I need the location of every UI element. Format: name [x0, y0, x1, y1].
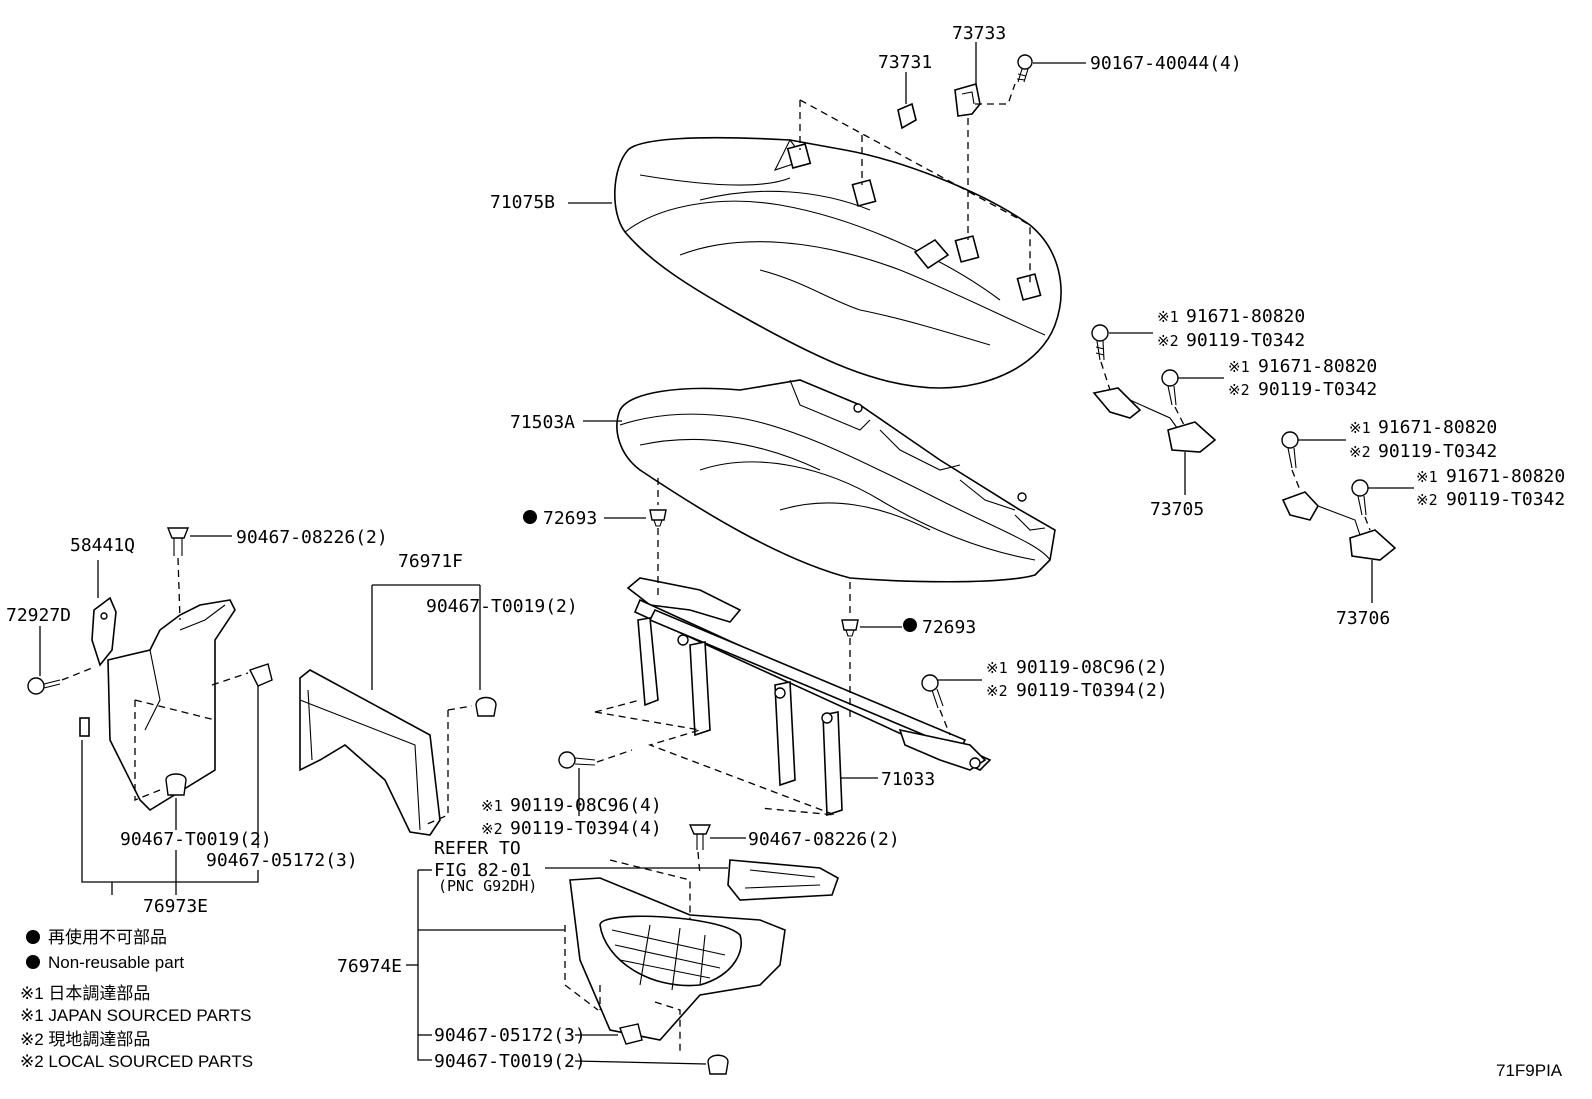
callout-90467-t0019-mid: 90467-T0019(2): [426, 596, 578, 617]
callout-72693-lower: 72693: [922, 617, 976, 638]
screw-90167: [1016, 54, 1033, 83]
svg-text:※2: ※2: [1157, 332, 1179, 350]
bolt-73706-upper: [1281, 431, 1299, 469]
bolt-frame-right: [921, 674, 944, 709]
legend-japan-en: ※1 JAPAN SOURCED PARTS: [20, 1006, 252, 1025]
svg-text:※2: ※2: [1349, 443, 1371, 461]
svg-text:90119-T0342: 90119-T0342: [1446, 489, 1565, 510]
svg-text:※2: ※2: [1416, 491, 1438, 509]
dual-callout-bolt-e: ※1 90119-08C96(2) ※2 90119-T0394(2): [986, 657, 1168, 701]
callout-73731: 73731: [878, 52, 932, 73]
side-trim-76973e: [79, 599, 236, 812]
bracket-58441q: [91, 596, 117, 667]
clip-90467-t0019-center: [707, 1054, 729, 1075]
svg-text:※1: ※1: [1349, 419, 1371, 437]
svg-text:※1: ※1: [1157, 308, 1179, 326]
legend-japan-ja: ※1 日本調達部品: [20, 984, 150, 1003]
bolt-frame-left: [558, 751, 596, 769]
callout-90167-40044: 90167-40044(4): [1090, 53, 1242, 74]
dual-callout-bolt-d: ※1 91671-80820 ※2 90119-T0342: [1416, 466, 1565, 510]
seat-cushion-cover: [614, 136, 1062, 389]
clip-90467-08226-left: [166, 527, 190, 556]
svg-text:90119-T0394(2): 90119-T0394(2): [1016, 680, 1168, 701]
callout-71033: 71033: [881, 769, 935, 790]
svg-text:90119-T0394(4): 90119-T0394(4): [510, 818, 662, 839]
callout-73733: 73733: [952, 23, 1006, 44]
callout-76973e: 76973E: [143, 896, 208, 917]
svg-text:※2: ※2: [986, 682, 1008, 700]
side-panel-76971f: [299, 669, 441, 836]
svg-text:※1: ※1: [481, 797, 503, 815]
callout-90467-05172-left: 90467-05172(3): [206, 850, 358, 871]
figure-id: 71F9PIA: [1496, 1061, 1563, 1080]
seat-cushion-pad: [616, 379, 1056, 583]
seat-hook-73706: [1281, 491, 1397, 561]
clip-90467-08226-center: [688, 824, 712, 850]
dual-callout-bolt-b: ※1 91671-80820 ※2 90119-T0342: [1228, 356, 1377, 400]
callout-72693-upper: 72693: [543, 508, 597, 529]
callout-71503a: 71503A: [510, 412, 575, 433]
callout-72927d: 72927D: [6, 605, 71, 626]
svg-text:91671-80820: 91671-80820: [1186, 306, 1305, 327]
dual-callout-bolt-a: ※1 91671-80820 ※2 90119-T0342: [1157, 306, 1305, 351]
clip-72693-lower: [841, 619, 859, 637]
callout-76971f: 76971F: [398, 551, 463, 572]
callout-90467-05172-center: 90467-05172(3): [434, 1025, 586, 1046]
dual-callout-bolt-c: ※1 91671-80820 ※2 90119-T0342: [1349, 417, 1497, 462]
reference-line-2: FIG 82-01: [434, 860, 532, 881]
clip-73733: [954, 82, 981, 117]
callout-76974e: 76974E: [337, 956, 402, 977]
callout-71075b: 71075B: [490, 192, 555, 213]
legend-dot: [26, 955, 40, 969]
svg-text:90119-T0342: 90119-T0342: [1378, 441, 1497, 462]
clip-90467-05172-center: [619, 1023, 643, 1045]
svg-text:90119-08C96(4): 90119-08C96(4): [510, 795, 662, 816]
clip-90467-t0019-mid: [475, 696, 497, 717]
clip-90467-t0019-left: [165, 773, 187, 796]
callout-90467-t0019-center: 90467-T0019(2): [434, 1051, 586, 1072]
legend-dot: [26, 930, 40, 944]
svg-text:91671-80820: 91671-80820: [1446, 466, 1565, 487]
clip-90467-05172-left: [249, 663, 273, 687]
callout-73706: 73706: [1336, 608, 1390, 629]
screw-72927d: [27, 677, 61, 695]
svg-text:※2: ※2: [481, 820, 503, 838]
nonreusable-dot: [903, 618, 917, 632]
legend-local-ja: ※2 現地調達部品: [20, 1030, 150, 1049]
svg-text:91671-80820: 91671-80820: [1378, 417, 1497, 438]
reference-line-3: (PNC G92DH): [438, 877, 537, 895]
legend-local-en: ※2 LOCAL SOURCED PARTS: [20, 1052, 253, 1071]
svg-text:※1: ※1: [1416, 468, 1438, 486]
duct-g92dh: [727, 859, 839, 901]
callout-58441q: 58441Q: [70, 535, 135, 556]
seat-hook-73705: [1092, 387, 1217, 453]
svg-text:90119-T0342: 90119-T0342: [1258, 379, 1377, 400]
callout-90467-t0019-left: 90467-T0019(2): [120, 829, 272, 850]
clip-73731: [897, 102, 917, 130]
dual-callout-bolt-f: ※1 90119-08C96(4) ※2 90119-T0394(4): [481, 795, 662, 839]
nonreusable-dot: [523, 510, 537, 524]
lower-trim-76974e: [569, 877, 786, 1041]
svg-text:※1: ※1: [986, 659, 1008, 677]
callout-90467-08226-center: 90467-08226(2): [748, 829, 900, 850]
reference-line-1: REFER TO: [434, 838, 521, 859]
legend-nonreusable-ja: 再使用不可部品: [48, 927, 167, 947]
svg-text:90119-T0342: 90119-T0342: [1186, 330, 1305, 351]
svg-text:※2: ※2: [1228, 381, 1250, 399]
bolt-73705-upper: [1091, 324, 1109, 361]
legend-nonreusable-en: Non-reusable part: [48, 953, 184, 972]
clip-72693-upper: [649, 509, 667, 527]
callout-90467-08226-left: 90467-08226(2): [236, 527, 388, 548]
bolt-73705-lower: [1161, 369, 1179, 406]
callout-73705: 73705: [1150, 499, 1204, 520]
svg-text:91671-80820: 91671-80820: [1258, 356, 1377, 377]
svg-text:90119-08C96(2): 90119-08C96(2): [1016, 657, 1168, 678]
seat-frame: [626, 577, 992, 817]
svg-text:※1: ※1: [1228, 358, 1250, 376]
bolt-73706-lower: [1351, 479, 1369, 516]
